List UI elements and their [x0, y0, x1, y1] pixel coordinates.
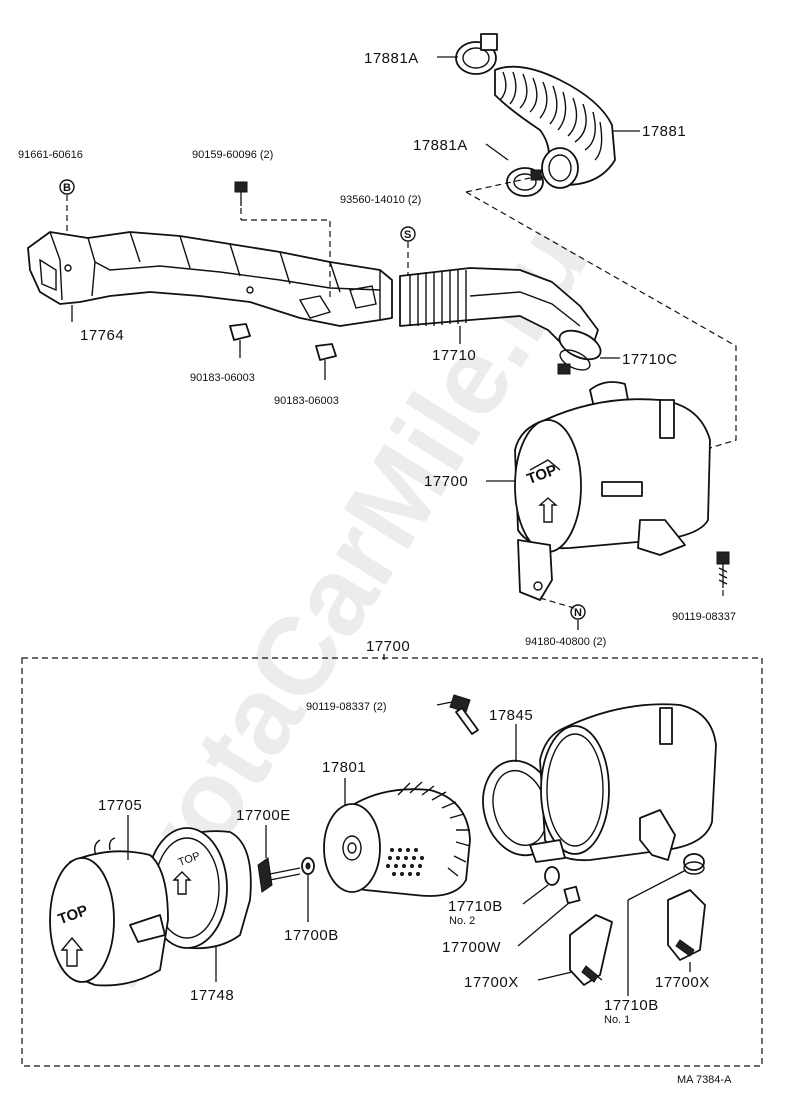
- label-90119-08337-top: 90119-08337: [672, 611, 736, 623]
- wing-bolt-17700E: [257, 857, 301, 893]
- washer-17700B: [301, 857, 315, 875]
- label-17710B-no2-sub: No. 2: [449, 915, 475, 927]
- label-17881A-top: 17881A: [364, 50, 419, 67]
- bolt-90119-bottom: [449, 694, 479, 735]
- symbol-s: S: [400, 226, 416, 242]
- label-17710B-no1: 17710B: [604, 997, 659, 1014]
- symbol-b: B: [59, 179, 75, 195]
- label-17748: 17748: [190, 987, 234, 1004]
- label-17700X-a: 17700X: [464, 974, 519, 991]
- bolt-90119-top: [716, 551, 730, 588]
- label-90119-08337-bottom: 90119-08337 (2): [306, 701, 387, 713]
- label-17801: 17801: [322, 759, 366, 776]
- bracket-17700X-b: [667, 889, 706, 961]
- svg-text:N: N: [574, 607, 582, 619]
- label-90183-06003-a: 90183-06003: [190, 372, 255, 384]
- filter-dot-pattern: [386, 848, 424, 876]
- label-90183-06003-b: 90183-06003: [274, 395, 339, 407]
- grommet-17710B-no1: [683, 853, 705, 875]
- svg-text:B: B: [63, 182, 71, 194]
- group-frame: [21, 657, 763, 1067]
- collar-17700W: [563, 885, 581, 905]
- case-body: [529, 703, 717, 863]
- label-90159-60096: 90159-60096 (2): [192, 149, 273, 161]
- label-17700-assembly: 17700: [424, 473, 468, 490]
- label-17710C: 17710C: [622, 351, 678, 368]
- label-17881: 17881: [642, 123, 686, 140]
- label-17845: 17845: [489, 707, 533, 724]
- leaders-bottom: [127, 701, 691, 996]
- filter-element-17801: [323, 781, 471, 897]
- label-17700-group: 17700: [366, 638, 410, 655]
- label-93560-14010: 93560-14010 (2): [340, 194, 421, 206]
- label-17705: 17705: [98, 797, 142, 814]
- label-17700X-b: 17700X: [655, 974, 710, 991]
- intake-duct-17764: [27, 231, 393, 327]
- label-17710B-no1-sub: No. 1: [604, 1014, 630, 1026]
- label-17700E: 17700E: [236, 807, 291, 824]
- grommet-17710B-no2: [544, 866, 560, 886]
- outer-cap-17705: TOP: [49, 837, 169, 987]
- hose-17881: [455, 33, 616, 197]
- label-17700B: 17700B: [284, 927, 339, 944]
- label-17764: 17764: [80, 327, 124, 344]
- symbol-n: N: [570, 604, 586, 620]
- label-17710: 17710: [432, 347, 476, 364]
- label-17700W: 17700W: [442, 939, 501, 956]
- bracket-17700X-a: [569, 914, 613, 986]
- intake-hose-17710: [399, 267, 602, 375]
- label-17881A-mid: 17881A: [413, 137, 468, 154]
- clip-90183-a: [229, 323, 251, 341]
- clip-90183-b: [315, 343, 337, 361]
- label-94180-40800: 94180-40800 (2): [525, 636, 606, 648]
- drawing-code: MA 7384-A: [677, 1074, 732, 1086]
- label-17710B-no2: 17710B: [448, 898, 503, 915]
- leaders-top: [66, 56, 737, 630]
- svg-text:S: S: [404, 229, 411, 241]
- air-cleaner-17700: TOP: [514, 381, 711, 601]
- label-91661-60616: 91661-60616: [18, 149, 83, 161]
- bolt-90159: [234, 181, 248, 206]
